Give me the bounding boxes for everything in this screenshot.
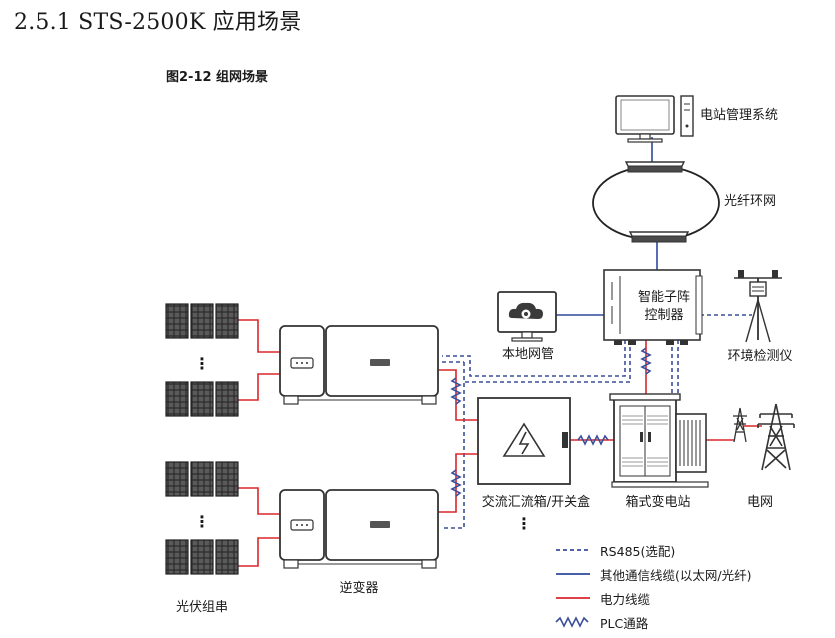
figure-caption: 图2-12 组网场景 (166, 70, 269, 85)
power-line-pv1-inv1 (238, 319, 280, 353)
legend-text-rs485: RS485(选配) (600, 544, 676, 559)
local-nms-monitor-icon (497, 291, 557, 342)
pv-panel-group-3 (165, 461, 239, 497)
power-line-pv2-inv1 (238, 373, 280, 401)
box-substation-icon (609, 393, 709, 488)
label-pv-string: 光伏组串 (175, 600, 229, 615)
label-fiber-ring: 光纤环网 (724, 194, 777, 209)
section-heading: 2.5.1 STS-2500K 应用场景 (14, 10, 302, 35)
legend-text-comm: 其他通信线缆(以太网/光纤) (600, 568, 752, 583)
rs485-line-inverter-vertical (442, 362, 465, 529)
switch-top-icon (624, 161, 686, 173)
legend-symbols (555, 549, 590, 628)
smart-controller-icon (603, 269, 703, 345)
ellipsis-combiner: ⋮ (516, 514, 532, 533)
inverter-2-icon (279, 489, 439, 569)
pv-panel-group-1 (165, 303, 239, 339)
label-smart-controller-line2: 控制器 (644, 308, 684, 323)
connections (238, 137, 762, 567)
power-line-pv4-inv2 (238, 537, 280, 567)
legend-symbol-plc (555, 616, 589, 628)
label-combiner: 交流汇流箱/开关盒 (481, 495, 591, 510)
legend-text-power: 电力线缆 (600, 592, 651, 607)
power-line-inv2-combiner (438, 453, 478, 513)
rs485-line-controller-inverters-b (464, 340, 631, 383)
legend-text-plc: PLC通路 (600, 616, 649, 631)
pv-panel-group-2 (165, 381, 239, 417)
inverter-1-icon (279, 325, 439, 405)
ac-combiner-box-icon (477, 397, 571, 485)
env-monitor-icon (734, 270, 782, 343)
switch-bottom-icon (628, 231, 690, 243)
plc-zigzag-inv1 (450, 377, 462, 405)
label-local-nms: 本地网管 (501, 347, 555, 362)
plc-zigzag-inv2 (450, 469, 462, 497)
label-smart-controller-line1: 智能子阵 (637, 290, 691, 305)
station-management-pc-icon (615, 95, 694, 143)
grid-tower-icon (733, 403, 795, 471)
rs485-line-controller-inverters-a (442, 340, 626, 377)
label-inverter: 逆变器 (339, 581, 379, 596)
label-env-monitor: 环境检测仪 (727, 349, 793, 364)
plc-zigzag-controller-sub (640, 347, 652, 375)
pv-panel-group-4 (165, 539, 239, 575)
label-grid: 电网 (746, 495, 774, 510)
label-box-substation: 箱式变电站 (625, 495, 691, 510)
ellipsis-pv-bottom: ⋮ (194, 512, 210, 531)
power-line-inv1-combiner (438, 369, 478, 421)
ellipsis-pv-top: ⋮ (194, 354, 210, 373)
fiber-ring (592, 161, 720, 243)
label-station-management: 电站管理系统 (700, 108, 779, 123)
power-line-pv3-inv2 (238, 487, 280, 515)
plc-zigzag-combiner-sub (577, 434, 609, 446)
